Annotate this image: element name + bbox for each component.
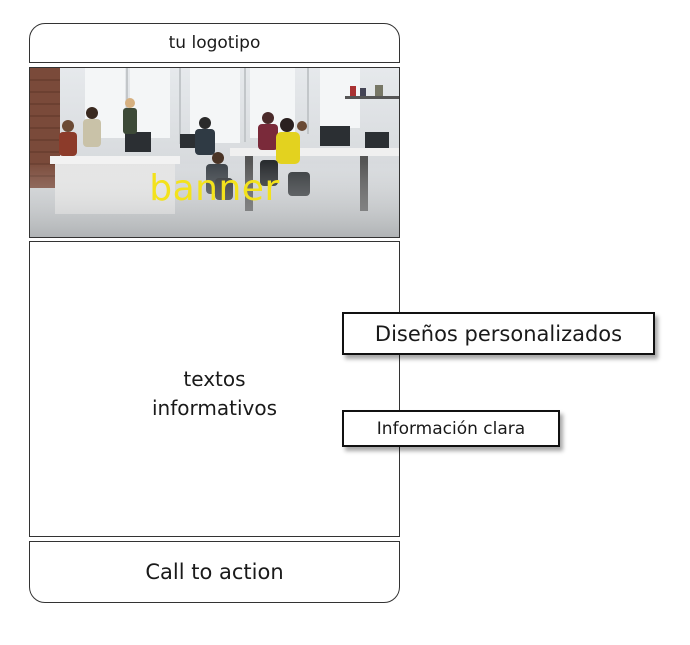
info-text-line-2: informativos — [151, 396, 277, 420]
logo-header[interactable]: tu logotipo — [29, 23, 400, 63]
callout-clear-info-label: Información clara — [376, 418, 526, 439]
call-to-action-label: Call to action — [145, 560, 284, 584]
callout-custom-designs: Diseños personalizados — [342, 312, 655, 355]
mobile-wireframe: tu logotipo — [29, 23, 400, 603]
info-text: textos informativos — [152, 365, 277, 423]
banner-section: banner — [29, 67, 400, 238]
callout-clear-info: Información clara — [342, 410, 560, 447]
callout-custom-designs-label: Diseños personalizados — [374, 321, 623, 346]
office-photo — [30, 68, 399, 237]
call-to-action-button[interactable]: Call to action — [29, 541, 400, 603]
banner-label: banner — [149, 168, 280, 209]
info-text-section: textos informativos — [29, 241, 400, 537]
logo-text: tu logotipo — [168, 33, 261, 53]
info-text-line-1: textos — [183, 367, 246, 391]
